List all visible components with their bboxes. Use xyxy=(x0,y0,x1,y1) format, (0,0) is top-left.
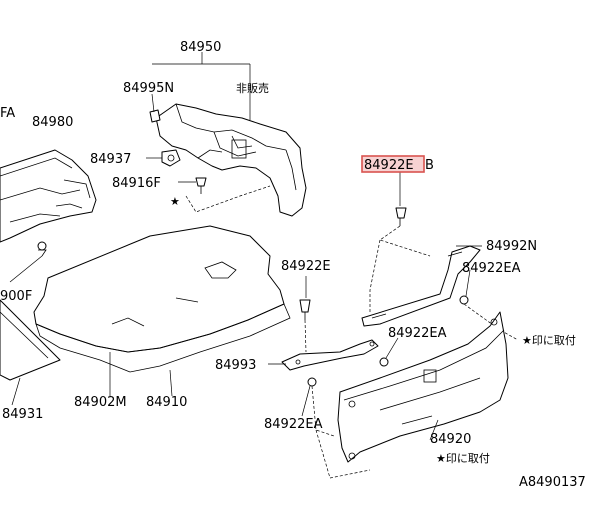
clip-84995n[interactable] xyxy=(149,109,161,123)
label-84931: 84931 xyxy=(2,407,43,422)
part-84993-bracket[interactable] xyxy=(281,339,379,371)
highlight-bg-84922eb xyxy=(362,156,424,172)
part-84980-trim[interactable] xyxy=(0,149,97,243)
clip-84922ea-upper[interactable] xyxy=(459,295,469,305)
label-84922ea-upper: 84922EA xyxy=(462,261,521,276)
label-84995n: 84995N xyxy=(123,81,174,96)
label-84922eb-suffix: B xyxy=(425,158,434,173)
label-84922ea-middle: 84922EA xyxy=(388,326,447,341)
label-84920: 84920 xyxy=(430,432,471,447)
attach-note-upper: ★印に取付 xyxy=(522,334,576,347)
part-84931-mat[interactable] xyxy=(0,299,61,381)
clip-84922eb[interactable] xyxy=(395,207,407,226)
label-84980: 84980 xyxy=(32,115,73,130)
clip-84922ea-lower[interactable] xyxy=(307,377,317,387)
label-84993: 84993 xyxy=(215,358,256,373)
highlight-box-84922eb xyxy=(361,155,425,173)
label-84902m: 84902M xyxy=(74,395,127,410)
label-84950: 84950 xyxy=(180,40,221,55)
clip-900f[interactable] xyxy=(37,241,47,257)
clip-84916f[interactable] xyxy=(195,177,207,194)
clip-84937[interactable] xyxy=(161,149,181,167)
label-not-for-sale: 非販売 xyxy=(236,82,269,95)
label-900f: 900F xyxy=(0,289,32,304)
clip-84922e-lower[interactable] xyxy=(299,299,311,320)
attach-note-lower: ★印に取付 xyxy=(436,452,490,465)
part-84992n-bracket[interactable] xyxy=(361,245,481,327)
label-84922ea-lower: 84922EA xyxy=(264,417,323,432)
label-84916f: 84916F xyxy=(112,176,161,191)
part-84910-floor-mat[interactable] xyxy=(33,225,291,373)
reference-code: A8490137 xyxy=(519,475,586,490)
label-fa: FA xyxy=(0,106,15,121)
label-84922e: 84922E xyxy=(281,259,331,274)
label-84922eb[interactable]: 84922E xyxy=(364,158,414,173)
part-84950-trim[interactable] xyxy=(155,103,307,217)
part-84920-rear-trim[interactable] xyxy=(337,311,509,463)
star-mark-1: ★ xyxy=(170,195,180,208)
label-84937: 84937 xyxy=(90,152,131,167)
label-84992n: 84992N xyxy=(486,239,537,254)
label-84910: 84910 xyxy=(146,395,187,410)
clip-84922ea-middle[interactable] xyxy=(379,357,389,367)
